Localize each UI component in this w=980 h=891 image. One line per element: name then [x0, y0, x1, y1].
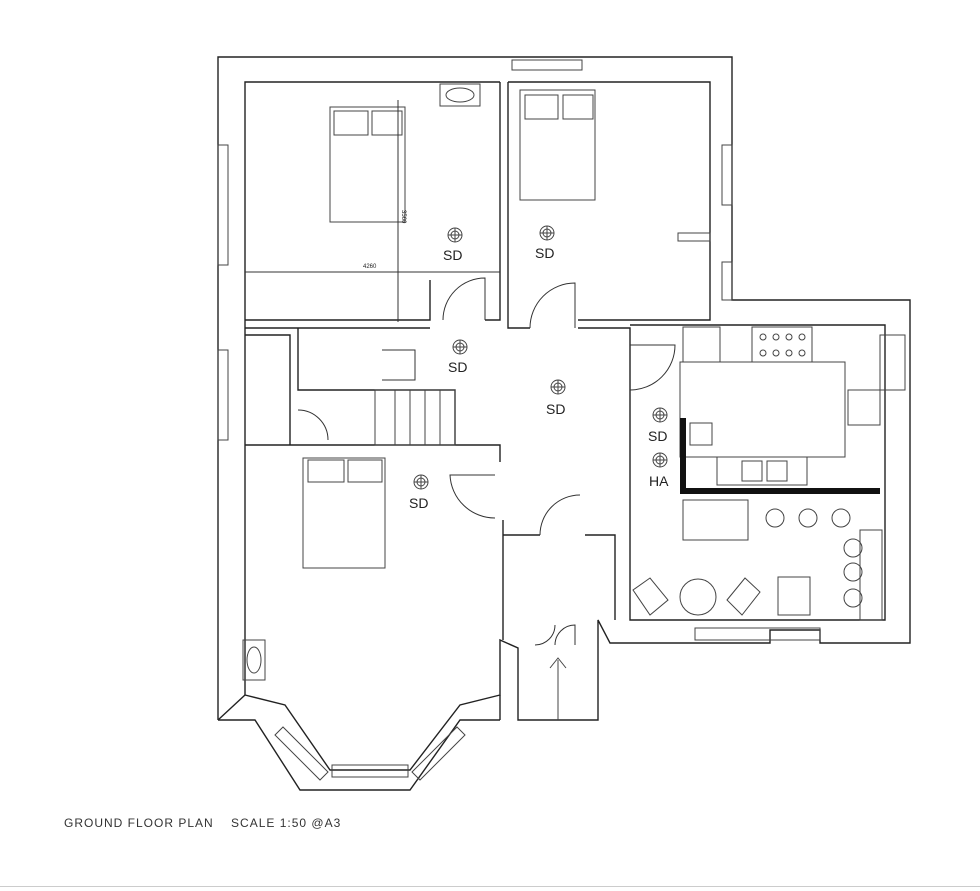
- smoke-detector: SD: [535, 225, 555, 261]
- window: [879, 334, 906, 391]
- staircase: [374, 389, 456, 446]
- window: [721, 144, 733, 206]
- smoke-detector: SD: [448, 339, 468, 375]
- plan-title: GROUND FLOOR PLAN: [64, 816, 214, 830]
- svg-text:SD: SD: [409, 495, 428, 511]
- armchair: [632, 577, 669, 616]
- window: [511, 59, 583, 71]
- wash-basin: [242, 639, 266, 681]
- plan-caption: GROUND FLOOR PLAN SCALE 1:50 @A3: [64, 816, 341, 830]
- kitchen: [629, 324, 906, 641]
- heat-alarm: HA: [649, 452, 669, 489]
- svg-text:HA: HA: [649, 473, 669, 489]
- sink: [716, 456, 808, 486]
- window: [694, 627, 821, 641]
- svg-text:SD: SD: [648, 428, 667, 444]
- hallway: [217, 144, 616, 720]
- dimension-depth: 3560: [400, 210, 406, 224]
- bedroom-3: [242, 457, 466, 781]
- svg-text:SD: SD: [448, 359, 467, 375]
- hob: [751, 326, 813, 363]
- svg-text:SD: SD: [443, 247, 462, 263]
- window: [721, 261, 733, 301]
- smoke-detector: SD: [648, 407, 668, 444]
- double-bed: [519, 89, 596, 201]
- wash-basin: [439, 83, 481, 107]
- window: [217, 349, 229, 441]
- bedroom-2: [508, 59, 733, 345]
- window: [217, 144, 229, 266]
- dimension-width: 4260: [363, 264, 377, 270]
- outer-walls: [217, 56, 911, 791]
- smoke-detector: SD: [443, 227, 463, 263]
- smoke-detector: SD: [409, 474, 429, 511]
- svg-text:SD: SD: [546, 401, 565, 417]
- divider: [0, 886, 980, 887]
- double-bed: [302, 457, 386, 569]
- bay-window: [274, 726, 329, 781]
- detector-symbols: SD SD SD SD SD SD HA: [409, 225, 669, 511]
- smoke-detector: SD: [546, 379, 566, 417]
- bedroom-1: 4260 3560: [245, 82, 530, 329]
- double-bed: [329, 106, 406, 223]
- armchair: [726, 577, 761, 616]
- kitchen-island: [679, 361, 846, 458]
- round-table: [679, 578, 717, 616]
- svg-text:SD: SD: [535, 245, 554, 261]
- plan-scale: SCALE 1:50 @A3: [231, 816, 342, 830]
